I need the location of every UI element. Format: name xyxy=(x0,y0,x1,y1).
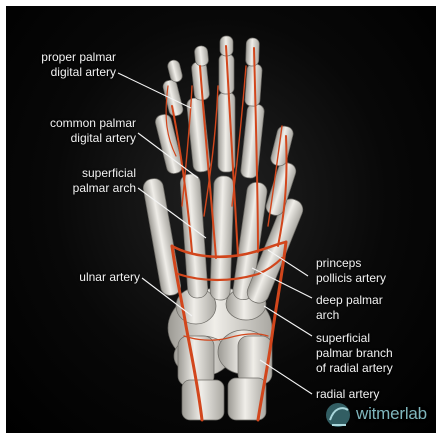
label-superficial-palmar-branch-of-radial-artery: superficial palmar branch of radial arte… xyxy=(316,331,393,376)
label-line: superficial xyxy=(316,331,393,346)
anatomy-figure: proper palmar digital artery common palm… xyxy=(6,6,436,433)
label-line: deep palmar xyxy=(316,293,383,308)
label-line: proper palmar xyxy=(12,50,116,65)
logo-text: witmerlab xyxy=(356,404,427,424)
label-line: superficial xyxy=(12,166,136,181)
label-line: palmar branch xyxy=(316,346,393,361)
label-proper-palmar-digital-artery: proper palmar digital artery xyxy=(12,50,116,80)
label-princeps-pollicis-artery: princeps pollicis artery xyxy=(316,256,386,286)
witmerlab-emblem-icon xyxy=(324,398,354,432)
label-line: digital artery xyxy=(12,131,136,146)
witmerlab-logo: witmerlab xyxy=(324,398,436,433)
label-line: palmar arch xyxy=(12,181,136,196)
label-line: arch xyxy=(316,308,383,323)
label-line: princeps xyxy=(316,256,386,271)
label-common-palmar-digital-artery: common palmar digital artery xyxy=(12,116,136,146)
label-deep-palmar-arch: deep palmar arch xyxy=(316,293,383,323)
label-line: digital artery xyxy=(12,65,116,80)
label-superficial-palmar-arch: superficial palmar arch xyxy=(12,166,136,196)
label-line: common palmar xyxy=(12,116,136,131)
label-line: of radial artery xyxy=(316,361,393,376)
label-line: pollicis artery xyxy=(316,271,386,286)
label-ulnar-artery: ulnar artery xyxy=(12,270,140,285)
